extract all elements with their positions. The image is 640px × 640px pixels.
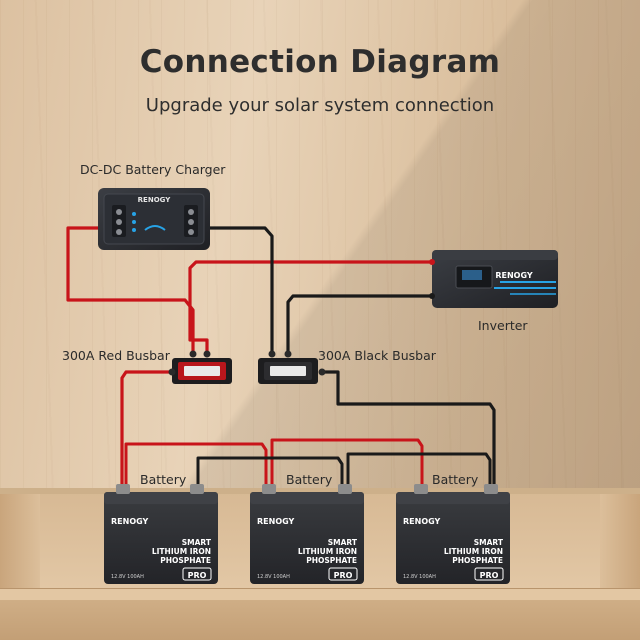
battery-1: RENOGY SMART LITHIUM IRON PHOSPHATE PRO …: [104, 484, 218, 584]
battery-2-text-line1: SMART: [328, 538, 358, 547]
wire-charger-positive: [66, 226, 195, 356]
shelf-surface: [0, 588, 640, 601]
shelf-left-wall: [0, 492, 40, 592]
inverter-device: RENOGY: [429, 250, 558, 308]
battery-1-spec: 12.8V 100AH: [111, 574, 144, 580]
battery-3-spec: 12.8V 100AH: [403, 574, 436, 580]
negative-terminal-icon: [338, 484, 352, 494]
battery-3-text-line1: SMART: [474, 538, 504, 547]
wire-charger-negative: [203, 226, 274, 356]
battery-2-text-line3: PHOSPHATE: [306, 556, 357, 565]
battery-1-text-line2: LITHIUM IRON: [152, 547, 211, 556]
wire-busbar-battery1-positive: [120, 370, 174, 486]
shelf-front: [0, 600, 640, 640]
battery-1-badge: PRO: [188, 571, 207, 580]
battery-1-text-line3: PHOSPHATE: [160, 556, 211, 565]
battery-2-brand: RENOGY: [257, 517, 295, 526]
red-busbar-label: 300A Red Busbar: [62, 348, 170, 363]
battery-2-spec: 12.8V 100AH: [257, 574, 290, 580]
battery-2-label: Battery: [286, 472, 333, 487]
black-busbar-label: 300A Black Busbar: [318, 348, 436, 363]
wire-inverter-positive: [188, 260, 434, 356]
battery-2: RENOGY SMART LITHIUM IRON PHOSPHATE PRO …: [250, 484, 364, 584]
positive-terminal-icon: [414, 484, 428, 494]
black-terminal-icon: [429, 293, 435, 299]
battery-2-badge: PRO: [334, 571, 353, 580]
red-terminal-icon: [429, 259, 435, 265]
battery-3-text-line2: LITHIUM IRON: [444, 547, 503, 556]
wire-busbar-battery3-negative: [320, 370, 496, 486]
battery-3-badge: PRO: [480, 571, 499, 580]
wire-inverter-negative: [286, 294, 434, 356]
dc-dc-charger: RENOGY: [98, 188, 210, 250]
battery-3-text-line3: PHOSPHATE: [452, 556, 503, 565]
charger-label: DC-DC Battery Charger: [80, 162, 226, 177]
inverter-brand: RENOGY: [495, 271, 533, 280]
battery-3-brand: RENOGY: [403, 517, 441, 526]
inverter-label: Inverter: [478, 318, 528, 333]
positive-terminal-icon: [262, 484, 276, 494]
negative-terminal-icon: [484, 484, 498, 494]
page-title: Connection Diagram: [139, 44, 501, 80]
battery-1-text-line1: SMART: [182, 538, 212, 547]
charger-brand: RENOGY: [138, 196, 172, 204]
page-subtitle: Upgrade your solar system connection: [145, 95, 495, 116]
wire-battery1-to-battery2-positive: [124, 442, 268, 486]
shelf-right-wall: [600, 492, 640, 592]
red-busbar: [168, 350, 232, 384]
wire-battery2-to-battery3-negative: [346, 452, 492, 486]
wire-battery2-to-battery3-positive: [270, 438, 424, 486]
wire-battery1-to-battery2-negative: [196, 456, 344, 486]
black-busbar: [258, 350, 326, 384]
negative-terminal-icon: [190, 484, 204, 494]
positive-terminal-icon: [116, 484, 130, 494]
shelf-lip: [0, 488, 640, 494]
battery-1-brand: RENOGY: [111, 517, 149, 526]
battery-1-label: Battery: [140, 472, 187, 487]
battery-2-text-line2: LITHIUM IRON: [298, 547, 357, 556]
battery-3-label: Battery: [432, 472, 479, 487]
battery-3: RENOGY SMART LITHIUM IRON PHOSPHATE PRO …: [396, 484, 510, 584]
